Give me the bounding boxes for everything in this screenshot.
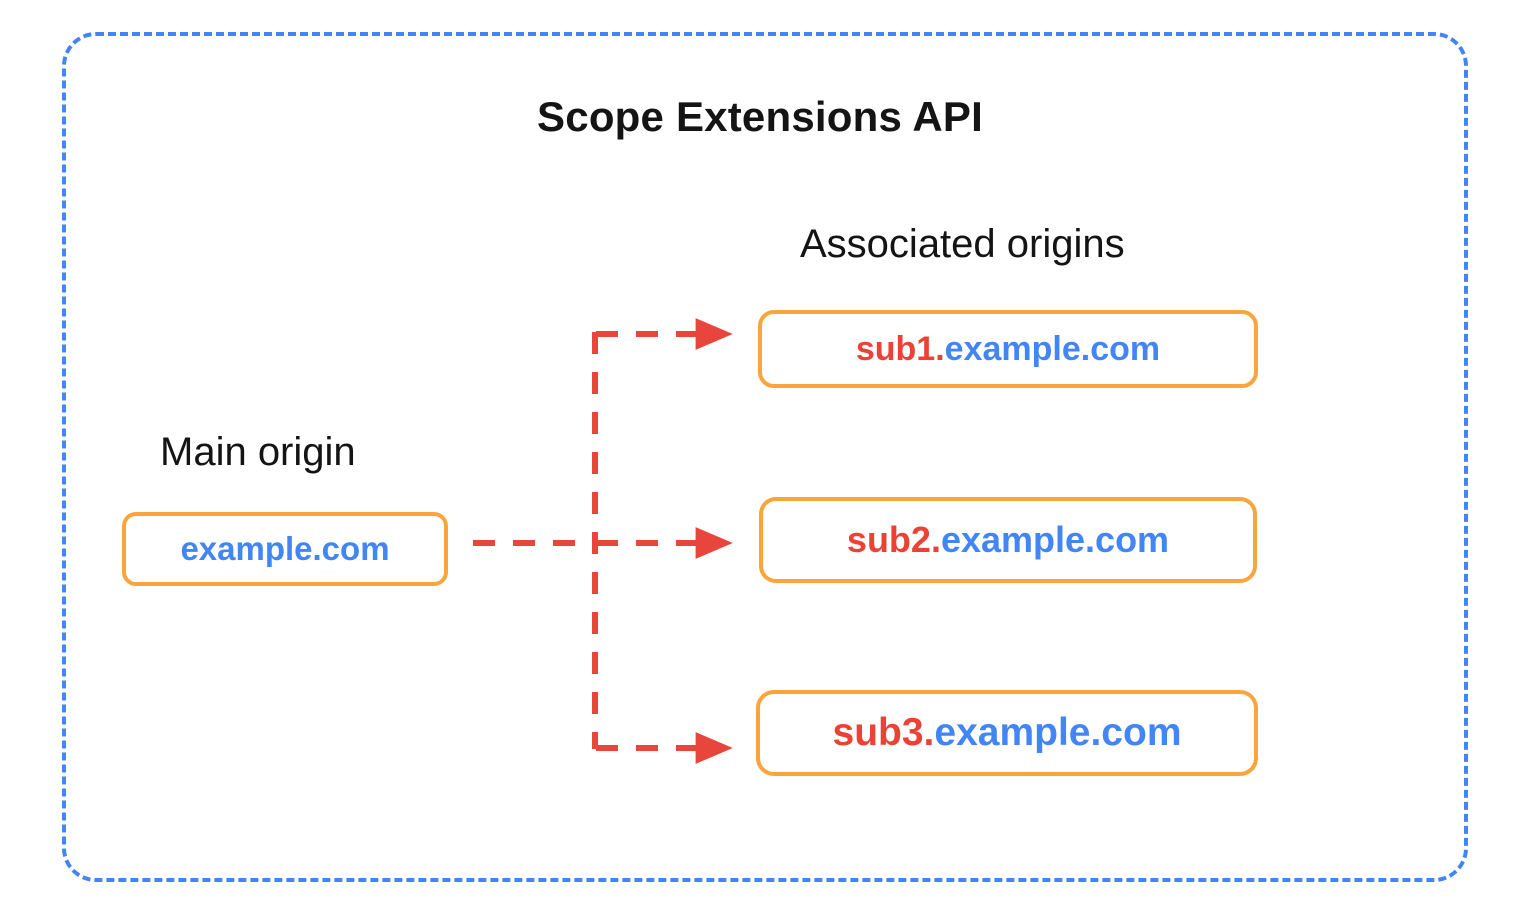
origin-box-sub3[interactable]: sub3.example.com	[756, 690, 1258, 776]
origin-domain-text: example.com	[180, 530, 390, 567]
scope-extensions-frame	[62, 32, 1468, 882]
origin-domain-text: example.com	[940, 519, 1170, 560]
origin-domain-text: example.com	[934, 711, 1182, 754]
page-title: Scope Extensions API	[537, 93, 983, 140]
origin-box-sub1[interactable]: sub1.example.com	[758, 310, 1258, 388]
origin-host-text: sub3.	[832, 711, 935, 754]
origin-box-sub2[interactable]: sub2.example.com	[759, 497, 1257, 583]
origin-box-main[interactable]: example.com	[122, 512, 448, 586]
main-origin-label: Main origin	[160, 430, 356, 474]
origin-host-text: sub2.	[846, 519, 941, 560]
origin-domain-text: example.com	[944, 329, 1161, 368]
associated-origins-label: Associated origins	[800, 222, 1125, 266]
origin-host-text: sub1.	[855, 329, 945, 368]
